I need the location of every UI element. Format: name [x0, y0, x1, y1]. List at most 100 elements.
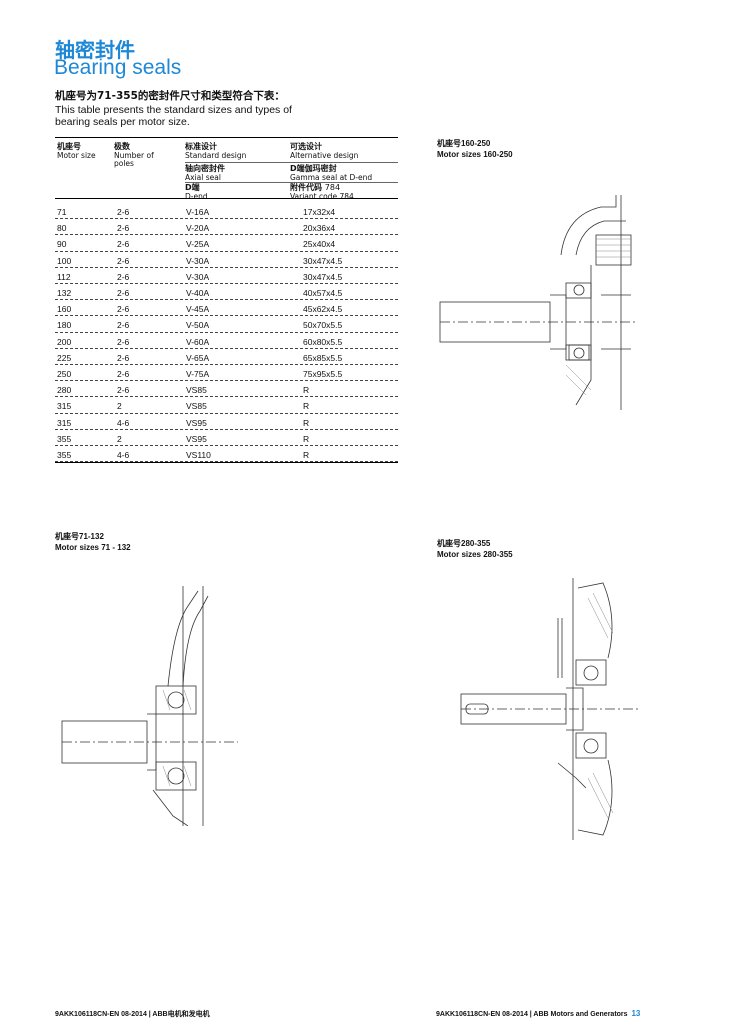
cell-motor-size: 90 — [57, 239, 67, 250]
header-sub-rule-1 — [185, 162, 398, 163]
cell-alternative-design: R — [303, 433, 310, 444]
header-sub-rule-2 — [185, 182, 398, 183]
table-row: 250 2-6 V-75A 75x95x5.5 — [55, 365, 398, 382]
cell-poles: 2-6 — [117, 336, 130, 347]
cell-standard-design: V-40A — [186, 288, 210, 298]
cell-standard-design: VS95 — [186, 433, 207, 444]
table-top-rule — [55, 137, 398, 138]
cell-motor-size: 160 — [57, 304, 72, 315]
cell-poles: 2-6 — [117, 271, 130, 282]
cell-alternative-design: 20x36x4 — [303, 223, 336, 234]
cell-alternative-design: R — [303, 450, 310, 460]
cell-poles: 2-6 — [117, 352, 130, 363]
cell-alternative-design: 25x40x4 — [303, 239, 336, 250]
bearing-seal-drawing-280-355 — [460, 578, 638, 840]
cell-poles: 2-6 — [117, 304, 130, 315]
page-title-cn: 轴密封件 — [55, 38, 135, 62]
cell-poles: 2 — [117, 433, 122, 444]
cell-standard-design: V-45A — [186, 304, 210, 315]
cell-motor-size: 315 — [57, 401, 72, 412]
cell-alternative-design: 30x47x4.5 — [303, 271, 343, 282]
cell-alternative-design: 60x80x5.5 — [303, 336, 343, 347]
cell-standard-design: VS110 — [186, 450, 211, 460]
cell-standard-design: V-30A — [186, 255, 210, 266]
bearing-seal-drawing-160-250 — [439, 195, 636, 410]
cell-motor-size: 280 — [57, 385, 72, 396]
cell-standard-design: V-16A — [186, 207, 210, 217]
cell-alternative-design: 40x57x4.5 — [303, 288, 343, 298]
cell-poles: 2-6 — [117, 207, 130, 217]
table-row: 80 2-6 V-20A 20x36x4 — [55, 219, 398, 236]
cell-motor-size: 71 — [57, 207, 67, 217]
cell-alternative-design: R — [303, 417, 310, 428]
cell-motor-size: 315 — [57, 417, 72, 428]
cell-poles: 2 — [117, 401, 122, 412]
cell-standard-design: V-75A — [186, 369, 210, 379]
table-row: 132 2-6 V-40A 40x57x4.5 — [55, 284, 398, 301]
cell-standard-design: VS85 — [186, 401, 207, 412]
cell-motor-size: 355 — [57, 450, 72, 460]
cell-poles: 2-6 — [117, 288, 130, 298]
table-header-rule — [55, 198, 398, 199]
cell-alternative-design: 75x95x5.5 — [303, 369, 343, 379]
footer-right: 9AKK106118CN-EN 08-2014 | ABB Motors and… — [436, 1009, 641, 1018]
table-bottom-rule — [55, 462, 398, 463]
cell-alternative-design: 17x32x4 — [303, 207, 336, 217]
page-title-en: Bearing seals — [54, 56, 182, 79]
footer-left: 9AKK106118CN-EN 08-2014 | ABB电机和发电机 — [55, 1011, 210, 1018]
cell-motor-size: 112 — [57, 271, 71, 282]
cell-motor-size: 355 — [57, 433, 72, 444]
cell-motor-size: 100 — [57, 255, 72, 266]
cell-standard-design: V-20A — [186, 223, 210, 234]
cell-poles: 2-6 — [117, 239, 130, 250]
table-row: 355 4-6 VS110 R — [55, 446, 398, 463]
cell-alternative-design: R — [303, 401, 310, 412]
cell-motor-size: 80 — [57, 223, 67, 234]
cell-standard-design: V-30A — [186, 271, 210, 282]
table-row: 71 2-6 V-16A 17x32x4 — [55, 203, 398, 220]
table-row: 355 2 VS95 R — [55, 430, 398, 447]
cell-alternative-design: 65x85x5.5 — [303, 352, 343, 363]
cell-standard-design: VS85 — [186, 385, 207, 396]
cell-standard-design: VS95 — [186, 417, 207, 428]
table-row: 315 2 VS85 R — [55, 397, 398, 414]
cell-standard-design: V-25A — [186, 239, 210, 250]
bearing-seal-drawing-71-132 — [61, 586, 238, 826]
table-row: 100 2-6 V-30A 30x47x4.5 — [55, 252, 398, 268]
cell-poles: 4-6 — [117, 417, 130, 428]
cell-poles: 4-6 — [117, 450, 130, 460]
page-number: 13 — [631, 1009, 641, 1018]
cell-motor-size: 200 — [57, 336, 72, 347]
cell-alternative-design: 50x70x5.5 — [303, 320, 343, 331]
cell-alternative-design: R — [303, 385, 310, 396]
cell-motor-size: 225 — [57, 352, 72, 363]
cell-poles: 2-6 — [117, 385, 130, 396]
table-row: 90 2-6 V-25A 25x40x4 — [55, 235, 398, 252]
cell-alternative-design: 30x47x4.5 — [303, 255, 343, 266]
cell-motor-size: 180 — [57, 320, 72, 331]
cell-motor-size: 132 — [57, 288, 72, 298]
cell-poles: 2-6 — [117, 255, 130, 266]
intro-text-en: This table presents the standard sizes a… — [55, 104, 292, 128]
table-row: 315 4-6 VS95 R — [55, 414, 398, 430]
table-row: 280 2-6 VS85 R — [55, 381, 398, 398]
cell-poles: 2-6 — [117, 223, 130, 234]
intro-text-cn: 机座号为71-355的密封件尺寸和类型符合下表： — [55, 90, 285, 102]
cell-motor-size: 250 — [57, 369, 72, 379]
cell-poles: 2-6 — [117, 369, 130, 379]
table-row: 112 2-6 V-30A 30x47x4.5 — [55, 268, 398, 285]
